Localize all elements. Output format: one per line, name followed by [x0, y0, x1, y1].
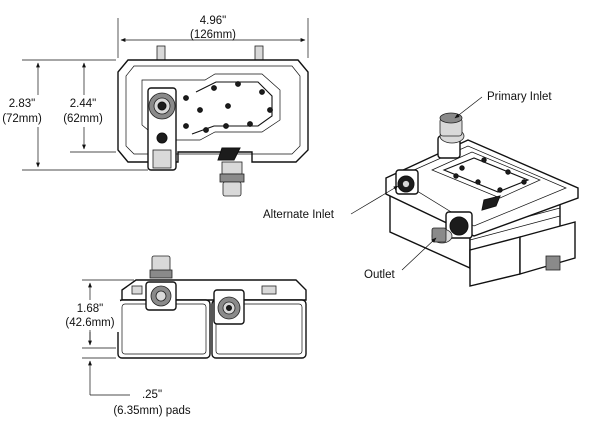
body-height-inches: 2.44": [70, 98, 96, 110]
width-dimension: 4.96" (126mm): [117, 15, 309, 58]
pad-inches: .25": [142, 389, 162, 401]
total-height-mm: (72mm): [2, 113, 42, 125]
height-dimensions: 2.83" (72mm) 2.44" (62mm): [2, 59, 148, 171]
side-height-mm: (42.6mm): [65, 317, 114, 329]
side-height-inches: 1.68": [77, 303, 103, 315]
primary-inlet-label: Primary Inlet: [487, 91, 552, 103]
width-mm: (126mm): [190, 29, 236, 41]
outlet-label: Outlet: [364, 269, 395, 281]
alternate-inlet-label: Alternate Inlet: [263, 209, 335, 221]
pad-dimension: .25" (6.35mm) pads: [82, 330, 191, 417]
isometric-view: [385, 112, 579, 287]
side-height-dimension: 1.68" (42.6mm): [62, 279, 134, 349]
total-height-inches: 2.83": [9, 98, 35, 110]
pad-mm: (6.35mm) pads: [113, 405, 191, 417]
top-view: [117, 45, 309, 197]
side-view: [117, 255, 307, 359]
body-height-mm: (62mm): [63, 113, 103, 125]
width-inches: 4.96": [200, 15, 226, 27]
callouts: Primary Inlet Alternate Inlet Outlet: [263, 91, 552, 281]
